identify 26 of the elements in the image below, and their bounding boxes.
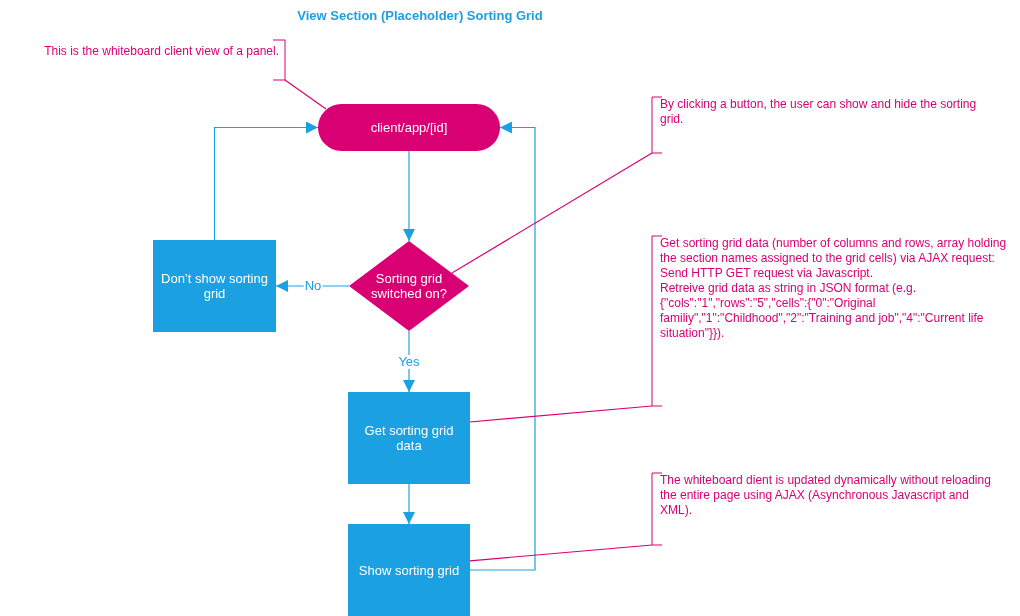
node-label: Sorting grid switched on? — [370, 271, 448, 301]
arrow — [403, 330, 415, 393]
process-box — [348, 524, 470, 616]
node-label: client/app/[id] — [370, 120, 448, 135]
leader-line — [469, 544, 653, 562]
annotation-text: Retreive grid data as string in JSON format (e.g. {"cols":"1","rows":"5","cells":{"0":"Original familiy","1":"Childhood","2":"Training and job","4":"Current life situation"}}). — [660, 281, 985, 341]
edge-label: Yes — [397, 355, 421, 369]
start-terminal — [318, 104, 500, 151]
arrow — [213, 121, 319, 241]
annotation-text: By clicking a button, the user can show and hide the sorting grid. — [660, 97, 978, 127]
node-label: Get sorting grid data — [363, 423, 455, 453]
diagram-title: View Section (Placeholder) Sorting Grid — [296, 8, 544, 23]
edge-label: No — [303, 279, 323, 293]
node-label: Don’t show sorting grid — [160, 271, 269, 301]
arrow — [469, 121, 536, 571]
annotation-text: This is the whiteboard client view of a panel. — [44, 44, 279, 59]
node-label: Show sorting grid — [358, 562, 460, 578]
arrow — [403, 150, 415, 242]
process-box — [348, 392, 470, 484]
leader-line — [469, 405, 653, 423]
annotation-text: Get sorting grid data (number of columns and rows, array holding the section names assigned to the grid cells) via AJAX request: Send HTTP GET request via Javascript. — [660, 236, 1008, 281]
process-box — [153, 240, 276, 332]
leader-line — [451, 152, 653, 274]
leader-line — [284, 79, 327, 110]
arrow — [403, 483, 415, 525]
annotation-text: The whiteboard dient is updated dynamically without reloading the entire page using AJAX (Asynchronous Javascript and XML). — [660, 473, 992, 518]
